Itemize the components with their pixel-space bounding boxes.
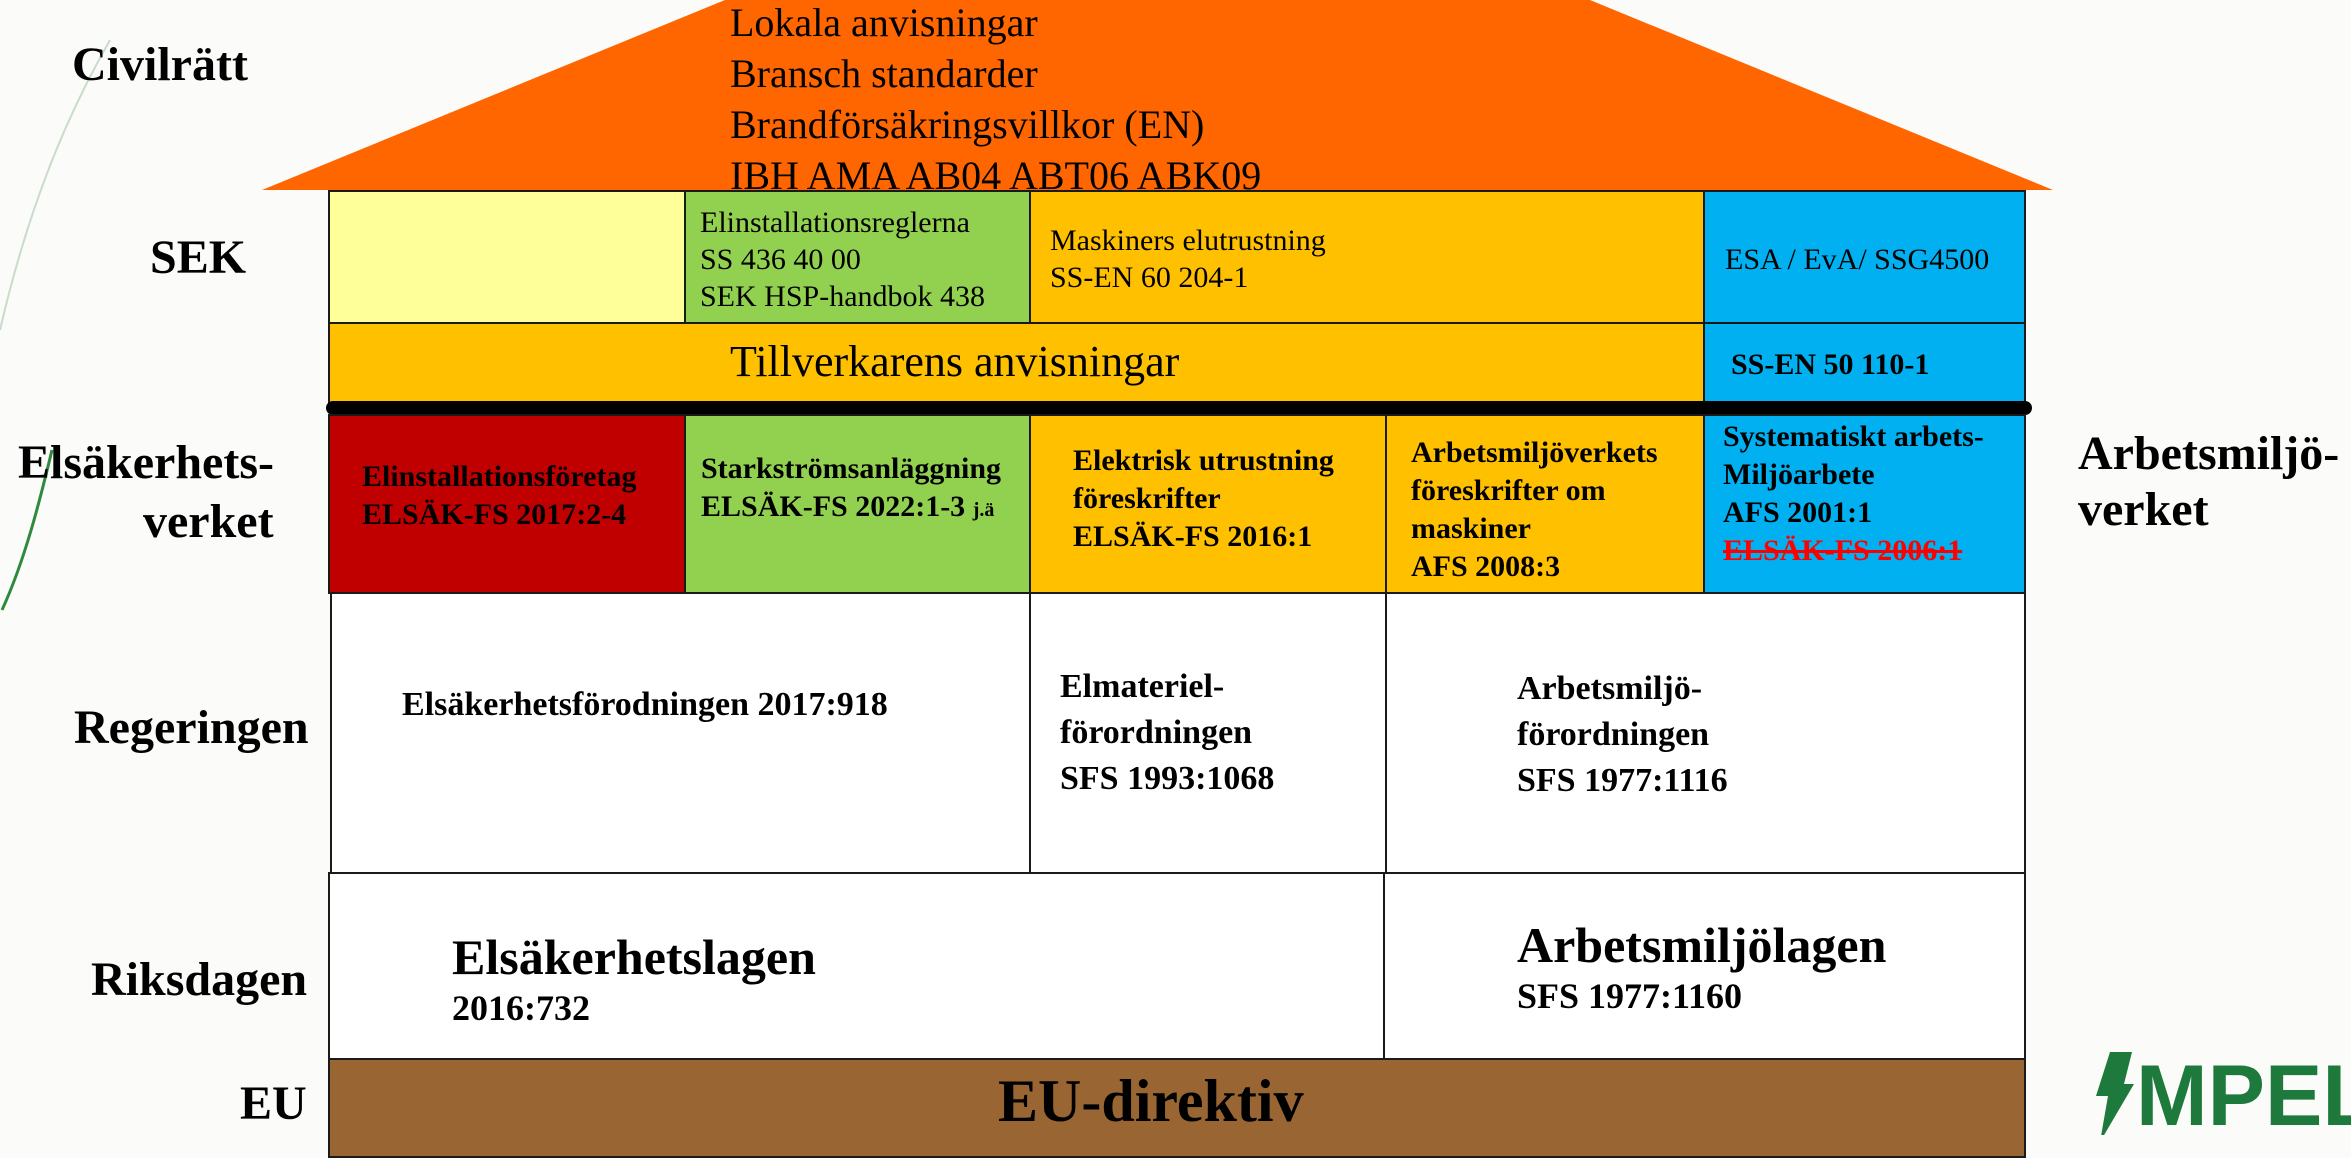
roof-line: Lokala anvisningar xyxy=(730,0,1038,45)
arbetsmiljolagen-box: Arbetsmiljölagen SFS 1977:1160 xyxy=(1383,872,2026,1060)
level-civilratt: Civilrätt xyxy=(72,38,248,91)
elinstallationsforetag-box: Elinstallationsföretag ELSÄK-FS 2017:2-4 xyxy=(328,414,686,594)
arbetsmiljoverkets-maskiner-box: Arbetsmiljöverkets föreskrifter om maski… xyxy=(1385,414,1705,594)
arbetsmiljoforordningen-box: Arbetsmiljö- förordningen SFS 1977:1116 xyxy=(1385,592,2026,874)
lightning-icon xyxy=(2096,1052,2134,1135)
level-regeringen: Regeringen xyxy=(74,701,309,754)
level-eu: EU xyxy=(240,1077,307,1130)
separator-line xyxy=(326,401,2032,415)
roof-line: Brandförsäkringsvillkor (EN) xyxy=(730,102,1205,147)
level-arbetsmiljoverket-2: verket xyxy=(2078,483,2209,536)
logo-text: MPEL xyxy=(2136,1048,2351,1135)
systematiskt-arbetsmiljoarbete-box: Systematiskt arbets- Miljöarbete AFS 200… xyxy=(1703,414,2026,594)
elsakerhetslagen-box: Elsäkerhetslagen 2016:732 xyxy=(328,872,1385,1060)
roof-line: Bransch standarder xyxy=(730,51,1038,96)
roof xyxy=(262,0,2053,190)
sek-empty-box xyxy=(328,190,686,324)
level-sek: SEK xyxy=(150,231,247,284)
eu-direktiv-box: EU-direktiv xyxy=(328,1058,2026,1158)
struck-regulation: ELSÄK-FS 2006:1 xyxy=(1723,534,1963,567)
logo: MPEL xyxy=(2092,1046,2351,1135)
tillverkarens-anvisningar-box: Tillverkarens anvisningar xyxy=(328,322,1705,410)
level-elsakerhetsverket-2: verket xyxy=(143,495,274,548)
elmaterielforordningen-box: Elmateriel- förordningen SFS 1993:1068 xyxy=(1029,592,1387,874)
roof-line: IBH AMA AB04 ABT06 ABK09 xyxy=(730,153,1262,190)
elektrisk-utrustning-box: Elektrisk utrustning föreskrifter ELSÄK-… xyxy=(1029,414,1387,594)
level-elsakerhetsverket-1: Elsäkerhets- xyxy=(18,436,274,489)
level-riksdagen: Riksdagen xyxy=(91,953,308,1006)
sek-elinstallation-box: Elinstallationsreglerna SS 436 40 00 SEK… xyxy=(684,190,1031,324)
level-arbetsmiljoverket-1: Arbetsmiljö- xyxy=(2078,427,2340,480)
decorative-curve xyxy=(0,39,111,611)
starkstromsanlaggning-box: Starkströmsanläggning ELSÄK-FS 2022:1-3 … xyxy=(684,414,1031,594)
elsakerhetsforordningen-box: Elsäkerhetsförodningen 2017:918 xyxy=(330,592,1031,874)
sek-maskiner-box: Maskiners elutrustning SS-EN 60 204-1 xyxy=(1029,190,1705,324)
sek-esa-box: ESA / EvA/ SSG4500 xyxy=(1703,190,2026,324)
ss-en-50110-box: SS-EN 50 110-1 xyxy=(1703,322,2026,410)
